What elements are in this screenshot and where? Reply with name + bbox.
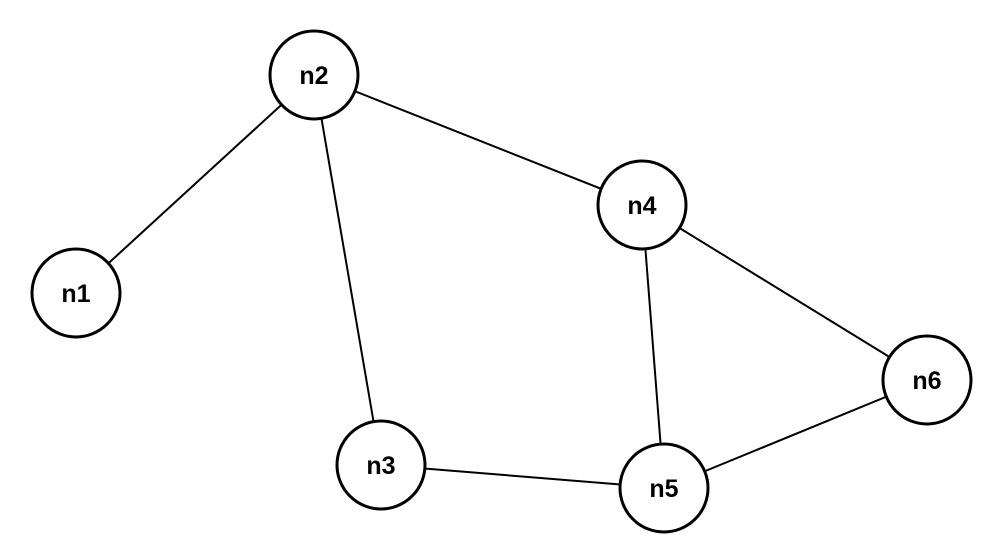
node-n5: n5 <box>618 442 710 534</box>
node-label-n6: n6 <box>912 367 941 395</box>
node-label-n2: n2 <box>299 62 328 90</box>
node-n4: n4 <box>596 159 688 251</box>
node-n3: n3 <box>335 419 427 511</box>
node-circle-n3 <box>335 419 427 511</box>
node-circle-n6 <box>881 334 973 426</box>
node-label-n3: n3 <box>366 452 395 480</box>
edge-n5-n6 <box>663 379 928 489</box>
edge-n3-n5 <box>380 464 665 489</box>
edge-n4-n5 <box>641 204 665 489</box>
edge-n2-n3 <box>313 74 382 466</box>
node-label-n4: n4 <box>627 192 656 220</box>
edge-n2-n4 <box>313 74 643 206</box>
edges-layer <box>75 74 928 489</box>
node-label-n1: n1 <box>61 280 90 308</box>
node-circle-n5 <box>618 442 710 534</box>
nodes-layer: n1 n2 n3 n4 n5 n6 <box>30 29 973 534</box>
node-label-n5: n5 <box>649 475 678 503</box>
edge-n1-n2 <box>75 74 315 294</box>
node-circle-n2 <box>268 29 360 121</box>
node-n1: n1 <box>30 247 122 339</box>
node-n6: n6 <box>881 334 973 426</box>
node-circle-n1 <box>30 247 122 339</box>
node-n2: n2 <box>268 29 360 121</box>
node-circle-n4 <box>596 159 688 251</box>
edge-n4-n6 <box>641 204 928 381</box>
